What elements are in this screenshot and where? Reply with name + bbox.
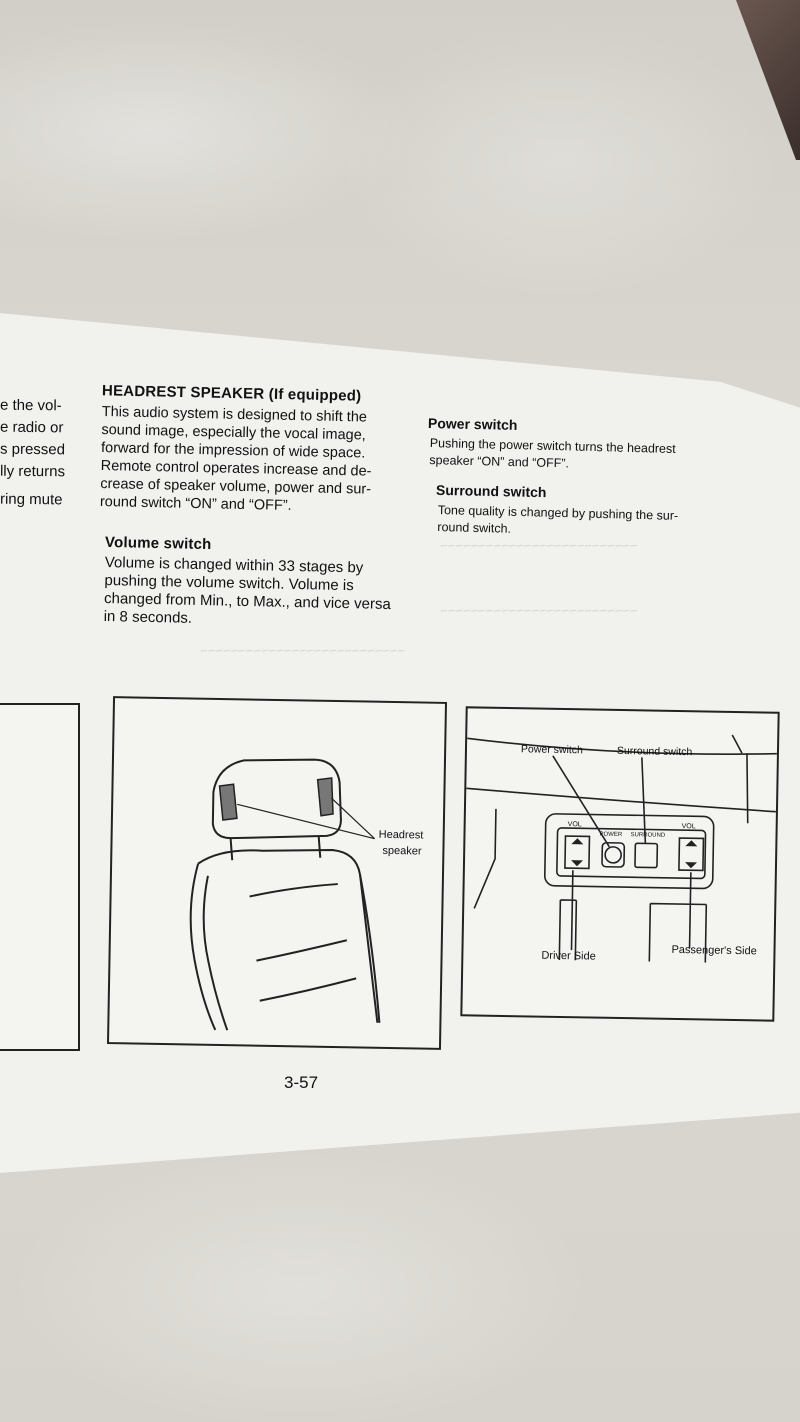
surround-key-label: SURROUND	[630, 832, 666, 839]
bleed-through-decoration: ~~~~~~~~~~~~~~~~~~~~~~~~~~~	[200, 643, 405, 658]
headrest-callout-line-1: Headrest	[378, 828, 424, 842]
power-switch-label: Power switch	[520, 743, 583, 757]
console-switch-figure: Power switch Surround switch VOL VOL POW…	[460, 706, 780, 1022]
bleed-through-decoration: ~~~~~~~~~~~~~~~~~~~~~~~~~~	[440, 538, 638, 553]
page-number: 3-57	[284, 1073, 319, 1092]
volume-switch-body: Volume is changed within 33 stages by pu…	[103, 554, 391, 632]
surround-switch-title: Surround switch	[435, 481, 547, 501]
left-fragment-3: s pressed	[0, 440, 66, 459]
seat-illustration	[189, 758, 381, 1031]
headrest-speaker-figure: Headrest speaker	[106, 696, 448, 1050]
power-key-label: POWER	[599, 831, 623, 839]
bleed-through-decoration: ~~~~~~~~~~~~~~~~~~~~~~~~~~	[440, 603, 638, 618]
surround-switch-label: Surround switch	[616, 744, 693, 759]
passenger-side-label: Passenger's Side	[671, 943, 757, 958]
left-fragment-5: ring mute	[0, 490, 63, 509]
vol-right-label: VOL	[681, 823, 696, 831]
power-switch-body: Pushing the power switch turns the headr…	[429, 435, 676, 475]
power-switch-title: Power switch	[427, 415, 518, 433]
left-fragment-1: e the vol-	[0, 396, 62, 415]
vol-left-label: VOL	[567, 821, 582, 829]
headrest-speaker-body: This audio system is designed to shift t…	[100, 403, 373, 517]
headrest-callout-line-2: speaker	[382, 844, 422, 858]
surround-switch-body: Tone quality is changed by pushing the s…	[437, 502, 678, 542]
left-fragment-2: e radio or	[0, 418, 64, 437]
console-illustration	[466, 734, 777, 963]
partial-figure-box	[0, 703, 80, 1051]
driver-side-label: Driver Side	[541, 949, 596, 963]
headrest-speaker-title: HEADREST SPEAKER (If equipped)	[101, 382, 362, 405]
volume-switch-title: Volume switch	[104, 533, 212, 554]
left-fragment-4: lly returns	[0, 462, 66, 481]
manual-page: e the vol- e radio or s pressed lly retu…	[0, 313, 800, 1173]
